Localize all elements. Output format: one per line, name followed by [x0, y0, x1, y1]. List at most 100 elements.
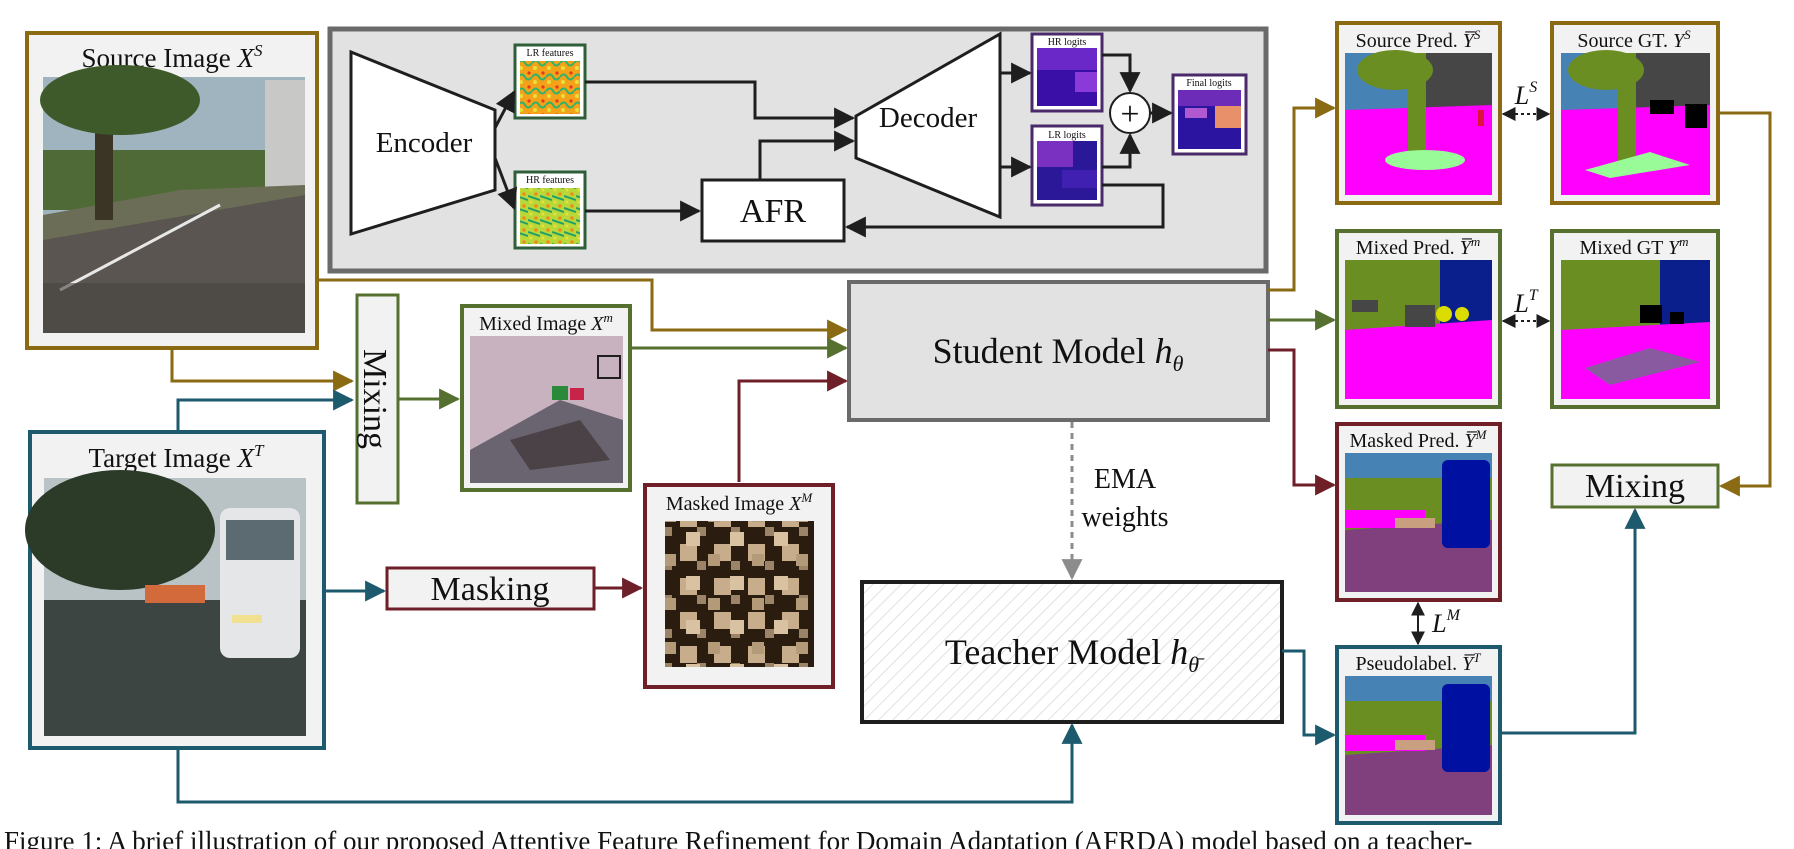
lr-features-label: LR features — [527, 48, 574, 59]
source-pred: Source Pred. Y̅S — [1335, 21, 1502, 205]
target-image-photo — [25, 470, 306, 736]
svg-text:Pseudolabel. Y̅T: Pseudolabel. Y̅T — [1355, 650, 1481, 675]
source-image-symbol: X — [236, 43, 255, 73]
mixed-image-label: Mixed Image — [479, 313, 586, 335]
flow-arrows — [170, 97, 1772, 804]
target-image-label: Target Image — [88, 443, 230, 473]
masked-to-student-arrow — [737, 370, 849, 482]
masked-image-symbol: X — [788, 493, 802, 515]
svg-text:Source GT. YS: Source GT. YS — [1577, 27, 1691, 52]
encoder-block — [349, 49, 497, 237]
afr-panel-arrows — [493, 53, 1174, 238]
target-image: Target Image XT — [25, 430, 326, 750]
source-gt-to-mixing-arrow — [1718, 111, 1772, 497]
svg-text:Mixed Pred. Y̅m: Mixed Pred. Y̅m — [1356, 234, 1480, 259]
mixed-gt-map — [1561, 260, 1710, 399]
source-pred-label: Source Pred. — [1356, 30, 1458, 52]
mixed-pred-map — [1345, 260, 1492, 399]
final-logits-label: Final logits — [1186, 78, 1231, 89]
student-to-source-pred-arrow — [1268, 97, 1337, 292]
svg-text:Masked Image XM: Masked Image XM — [666, 490, 814, 515]
student-model-block — [847, 280, 1270, 422]
target-image-symbol: X — [237, 443, 256, 473]
masked-image-sup: M — [800, 490, 813, 505]
teacher-model-symbol: h — [1170, 632, 1188, 672]
source-to-mixing-arrow — [170, 350, 355, 392]
pseudolabel-map — [1345, 676, 1492, 815]
mixed-gt-sup: m — [1679, 234, 1688, 249]
svg-text:Mixed Image Xm: Mixed Image Xm — [479, 310, 613, 335]
afr-label: AFR — [740, 193, 806, 230]
svg-text:Target Image XT: Target Image XT — [88, 441, 265, 473]
mixed-pred-sup: m — [1471, 234, 1480, 249]
mixed-image-sup: m — [604, 310, 613, 325]
mixing-right-label: Mixing — [1585, 468, 1685, 505]
mixing-right-block — [1550, 463, 1720, 509]
svg-text:Teacher Model hθ̄: Teacher Model hθ̄ — [945, 632, 1205, 677]
masking-label: Masking — [431, 571, 550, 608]
loss-t-symbol: L — [1513, 289, 1528, 318]
source-image-photo — [40, 65, 305, 333]
loss-m-sup: M — [1446, 607, 1462, 624]
pseudolabel-sup: T — [1473, 650, 1481, 665]
svg-text:Source Pred. Y̅S: Source Pred. Y̅S — [1356, 27, 1481, 52]
mixed-pred-symbol: Y̅ — [1460, 237, 1473, 259]
ema-label-line2: weights — [1081, 502, 1168, 533]
svg-text:LM: LM — [1431, 607, 1461, 638]
target-image-sup: T — [254, 441, 265, 460]
masked-image: Masked Image XM — [643, 483, 835, 689]
pseudolabel: Pseudolabel. Y̅T — [1335, 645, 1502, 825]
mixed-pred-label: Mixed Pred. — [1356, 237, 1455, 259]
mixed-image: Mixed Image Xm — [460, 304, 632, 492]
loss-t-sup: T — [1529, 287, 1539, 304]
hr-features-label: HR features — [526, 175, 574, 186]
mixed-gt-symbol: Y — [1668, 237, 1681, 259]
teacher-model-label: Teacher Model — [945, 632, 1161, 672]
source-pred-sup: S — [1474, 27, 1481, 42]
mixing-left-label: Mixing — [356, 349, 393, 449]
source-gt-label: Source GT. — [1577, 30, 1668, 52]
afr-panel: Encoder LR features HR features AFR Deco… — [327, 26, 1269, 274]
ema-label-line1: EMA — [1094, 464, 1157, 495]
student-model-sub: θ — [1173, 351, 1184, 376]
masked-image-label: Masked Image — [666, 493, 784, 515]
decoder-label: Decoder — [879, 102, 978, 134]
masked-pred-sup: M — [1475, 427, 1488, 442]
target-to-mixing-arrow — [176, 389, 355, 430]
source-to-student-arrow — [317, 278, 849, 341]
svg-text:LS: LS — [1514, 79, 1537, 110]
pseudolabel-to-mixing-arrow — [1500, 507, 1646, 735]
lr-logits-label: LR logits — [1048, 130, 1086, 141]
figure-caption: Figure 1: A brief illustration of our pr… — [4, 826, 1473, 849]
afr-block — [700, 178, 846, 243]
encoder-label: Encoder — [376, 127, 473, 159]
afrda-diagram: Encoder LR features HR features AFR Deco… — [25, 21, 1772, 825]
masking-block — [385, 566, 596, 611]
student-model-label: Student Model — [933, 331, 1146, 371]
masked-pred-map — [1345, 453, 1492, 592]
svg-text:LT: LT — [1513, 287, 1538, 318]
masked-pred-label: Masked Pred. — [1350, 430, 1460, 452]
svg-text:Mixed GT Ym: Mixed GT Ym — [1579, 234, 1688, 259]
svg-text:Student Model hθ: Student Model hθ — [933, 331, 1184, 376]
source-gt-map — [1561, 50, 1710, 195]
target-to-teacher-arrow — [176, 722, 1083, 804]
source-gt: Source GT. YS — [1550, 21, 1720, 205]
source-pred-map — [1345, 50, 1492, 195]
loss-s-symbol: L — [1514, 81, 1529, 110]
student-model-symbol: h — [1155, 331, 1173, 371]
masked-pred: Masked Pred. Y̅M — [1335, 422, 1502, 602]
loss-s-sup: S — [1529, 79, 1537, 96]
mixed-gt: Mixed GT Ym — [1550, 229, 1720, 409]
mixed-image-symbol: X — [590, 313, 604, 335]
masked-pred-symbol: Y̅ — [1465, 430, 1478, 452]
mixed-pred: Mixed Pred. Y̅m — [1335, 229, 1502, 409]
mixed-gt-label: Mixed GT — [1579, 237, 1663, 259]
mixed-image-photo — [470, 336, 623, 483]
source-pred-symbol: Y̅ — [1463, 30, 1476, 52]
teacher-to-pseudolabel-arrow — [1282, 649, 1337, 746]
decoder-block — [854, 31, 1002, 220]
source-image-sup: S — [254, 41, 263, 60]
pseudolabel-label: Pseudolabel. — [1355, 653, 1457, 675]
pseudolabel-symbol: Y̅ — [1462, 653, 1475, 675]
